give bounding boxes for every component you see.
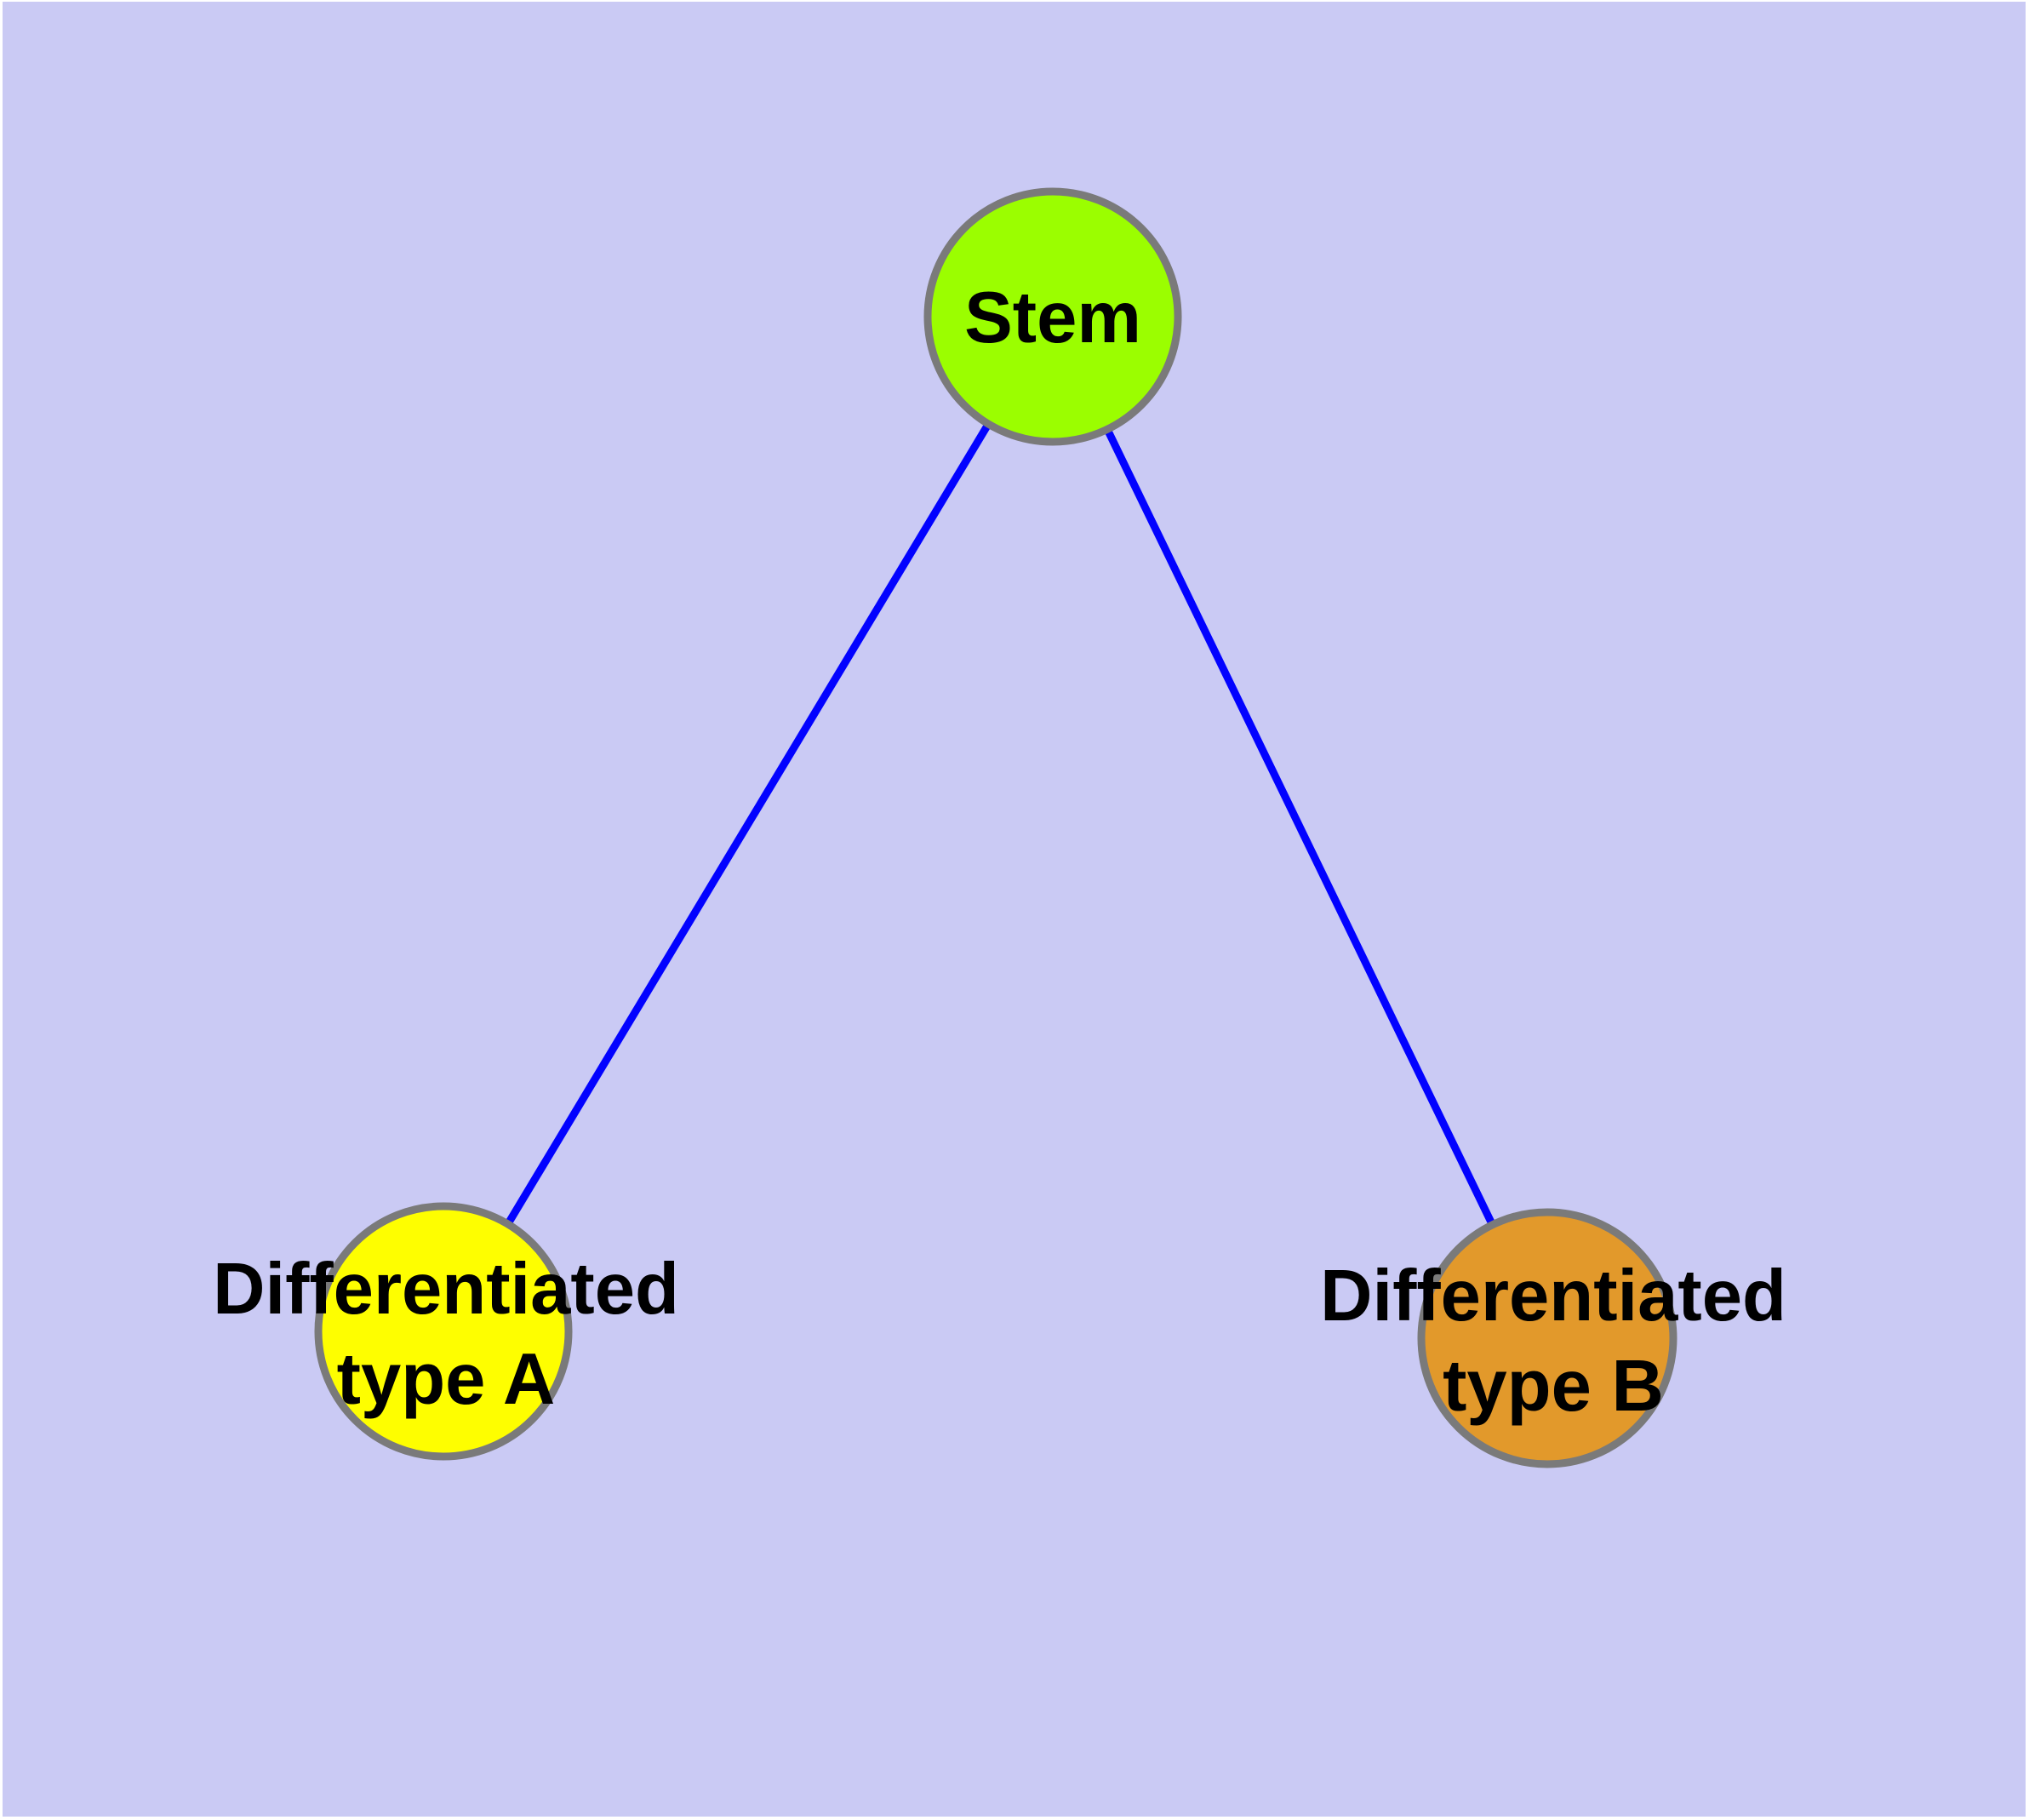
node-type-b-circle: [1417, 1208, 1677, 1468]
node-type-a-circle: [314, 1202, 573, 1461]
diagram-panel: Stem Differentiated type A Differentiate…: [3, 2, 2026, 1817]
edge-stem-to-type-b: [1049, 315, 1552, 1340]
node-stem-circle: [923, 187, 1182, 446]
graph-svg: [3, 2, 2026, 1817]
edge-stem-to-type-a: [440, 314, 1056, 1334]
